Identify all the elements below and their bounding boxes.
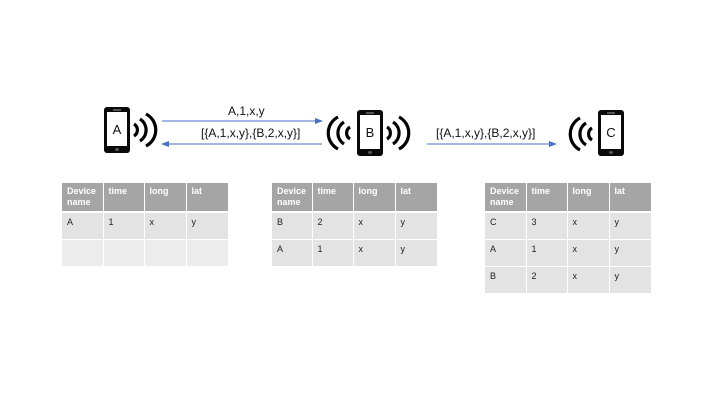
cell-empty [62,239,104,267]
cell-lat: y [395,239,438,267]
cell-lat: y [186,212,229,240]
message-b-to-a: [{A,1,x,y},{B,2,x,y}] [201,126,301,140]
cell-device: A [485,239,527,267]
table-row-empty [62,239,229,267]
header-lat: lat [395,183,438,213]
table-row: A 1 x y [272,239,438,267]
cell-long: x [144,212,187,240]
table-header-row: Device name time long lat [485,183,652,213]
cell-empty [186,239,229,267]
cell-long: x [353,239,396,267]
header-lat: lat [609,183,652,213]
device-b-signal-waves-left-icon [326,115,352,151]
cell-time: 2 [312,212,354,240]
table-header-row: Device name time long lat [272,183,438,213]
device-a-label: A [107,112,127,146]
cell-time: 3 [526,212,568,240]
header-time: time [312,183,354,213]
cell-device: C [485,212,527,240]
cell-long: x [353,212,396,240]
header-device-name: Device name [272,183,313,213]
table-header-row: Device name time long lat [62,183,229,213]
device-c-label: C [601,115,621,149]
cell-lat: y [609,266,652,294]
header-time: time [526,183,568,213]
cell-long: x [567,239,610,267]
table-row: B 2 x y [272,212,438,240]
cell-device: B [272,212,313,240]
device-a-phone-icon: A [104,107,130,153]
message-b-to-c: [{A,1,x,y},{B,2,x,y}] [436,126,536,140]
table-row: B 2 x y [485,266,652,294]
header-device-name: Device name [62,183,104,213]
header-long: long [144,183,187,213]
cell-time: 1 [103,212,145,240]
device-b-label: B [360,115,380,149]
device-a-table: Device name time long lat A 1 x y [62,183,229,267]
device-b-signal-waves-right-icon [385,115,411,151]
cell-lat: y [609,212,652,240]
cell-device: A [62,212,104,240]
cell-empty [144,239,187,267]
cell-time: 1 [526,239,568,267]
device-c-phone-icon: C [598,110,624,156]
device-b-phone-icon: B [357,110,383,156]
table-row: C 3 x y [485,212,652,240]
cell-lat: y [395,212,438,240]
message-a-to-b: A,1,x,y [228,104,265,118]
cell-device: B [485,266,527,294]
device-a-signal-waves-icon [132,112,158,148]
cell-device: A [272,239,313,267]
device-c-table: Device name time long lat C 3 x y A 1 x … [485,183,652,294]
header-device-name: Device name [485,183,527,213]
device-b-table: Device name time long lat B 2 x y A 1 x … [272,183,438,267]
table-row: A 1 x y [485,239,652,267]
cell-lat: y [609,239,652,267]
cell-empty [103,239,145,267]
header-long: long [567,183,610,213]
cell-long: x [567,212,610,240]
cell-long: x [567,266,610,294]
table-row: A 1 x y [62,212,229,240]
device-c-signal-waves-icon [568,116,594,152]
cell-time: 1 [312,239,354,267]
header-lat: lat [186,183,229,213]
header-long: long [353,183,396,213]
cell-time: 2 [526,266,568,294]
header-time: time [103,183,145,213]
